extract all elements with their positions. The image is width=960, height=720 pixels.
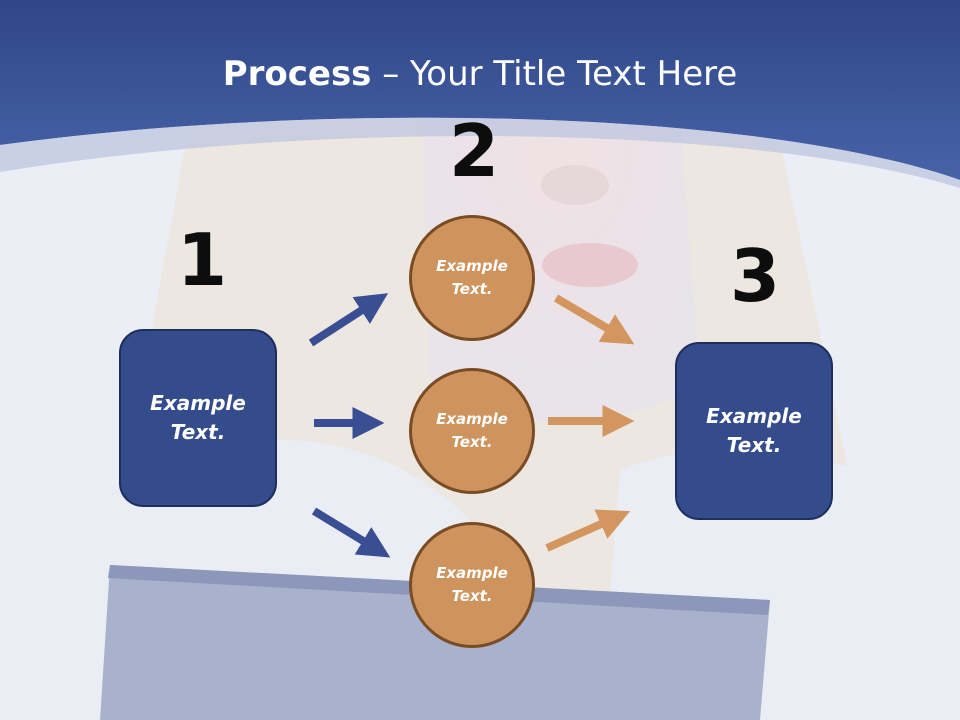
title-bold: Process <box>222 54 372 94</box>
right-box: Example Text. <box>675 342 833 520</box>
left-box: Example Text. <box>119 329 277 507</box>
step-number-2: 2 <box>449 109 500 193</box>
arrow-blue-down <box>311 507 391 558</box>
arrow-blue-up <box>308 293 389 347</box>
arrow-orange-down <box>553 294 635 345</box>
title-rest: – Your Title Text Here <box>371 54 738 94</box>
step-number-3: 3 <box>730 234 781 318</box>
circle-middle: Example Text. <box>409 368 535 494</box>
slide-title: Process – Your Title Text Here <box>0 52 960 96</box>
circle-bottom: Example Text. <box>409 522 535 648</box>
circle-top: Example Text. <box>409 215 535 341</box>
step-number-1: 1 <box>177 218 228 302</box>
arrow-orange-up <box>545 509 631 552</box>
